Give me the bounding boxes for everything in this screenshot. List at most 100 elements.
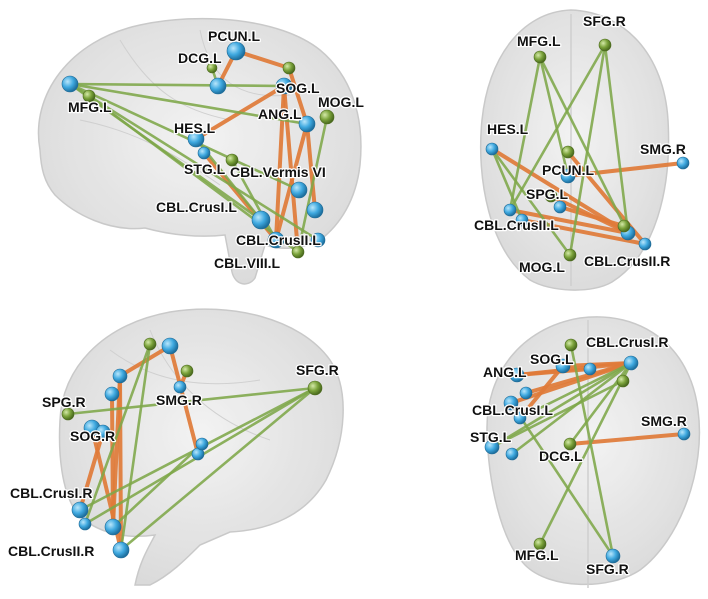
- brain-sulcus: [79, 29, 291, 186]
- connection-edge: [520, 218, 647, 246]
- label-mog-l: MOG.L: [318, 94, 364, 110]
- connection-edge: [305, 122, 317, 212]
- connection-edge: [508, 208, 630, 235]
- connection-edge: [119, 386, 317, 552]
- label-smg-r: SMG.R: [640, 141, 686, 157]
- region-node: [533, 50, 547, 64]
- region-node: [544, 189, 558, 203]
- label-sfg-r: SFG.R: [583, 13, 626, 29]
- label-spg-r: SPG.R: [42, 394, 86, 410]
- connection-edge: [568, 432, 686, 446]
- region-node: [95, 424, 111, 440]
- region-node: [553, 200, 567, 214]
- label-pcun-l: PCUN.L: [208, 28, 261, 44]
- connection-edge: [282, 84, 300, 254]
- label-spg-l: SPG.L: [526, 186, 568, 202]
- region-node: [519, 386, 533, 400]
- region-node: [561, 145, 575, 159]
- label-sog-r: SOG.R: [70, 428, 115, 444]
- connection-edge: [66, 386, 317, 416]
- region-node: [290, 181, 308, 199]
- region-node: [583, 362, 597, 376]
- connection-edge: [78, 430, 105, 512]
- label-cbl-crusi-r: CBL.CrusI.R: [10, 485, 92, 501]
- label-cbl-crusi-l: CBL.CrusI.L: [472, 402, 553, 418]
- region-node: [291, 245, 305, 259]
- label-mog-l: MOG.L: [519, 259, 565, 275]
- label-mfg-l: MFG.L: [515, 547, 559, 563]
- region-node: [267, 231, 285, 249]
- region-node: [515, 213, 529, 227]
- labels-layer: PCUN.L DCG.L SOG.L MOG.L ANG.L MFG.L HES…: [7, 12, 688, 579]
- connection-edge: [509, 401, 615, 558]
- region-node: [617, 219, 631, 233]
- region-node: [104, 386, 120, 402]
- region-node: [616, 374, 630, 388]
- region-node: [555, 358, 571, 374]
- connection-edge: [68, 82, 286, 88]
- connection-edge: [558, 205, 626, 228]
- region-node: [563, 248, 577, 262]
- region-node: [623, 355, 639, 371]
- label-sog-l: SOG.L: [276, 80, 320, 96]
- connection-edge: [68, 82, 309, 126]
- label-cbl-viii-l: CBL.VIII.L: [214, 255, 281, 271]
- region-node: [112, 541, 130, 559]
- region-node: [209, 77, 227, 95]
- label-dcg-l: DCG.L: [178, 50, 222, 66]
- region-node: [112, 368, 128, 384]
- region-node: [513, 411, 527, 425]
- connection-edge: [68, 82, 320, 242]
- connection-edge: [287, 66, 309, 126]
- region-node: [78, 517, 92, 531]
- region-node: [251, 210, 271, 230]
- region-node: [605, 548, 621, 564]
- region-node: [197, 146, 211, 160]
- connection-edge: [569, 343, 615, 558]
- label-cbl-crusii-l: CBL.CrusII.L: [236, 232, 321, 248]
- connection-edge: [490, 379, 625, 449]
- label-hes-l: HES.L: [487, 121, 529, 137]
- region-node: [319, 109, 335, 125]
- region-node: [282, 61, 296, 75]
- region-node: [226, 41, 246, 61]
- region-node: [161, 337, 179, 355]
- region-node: [307, 380, 323, 396]
- connection-edge: [538, 361, 633, 546]
- label-smg-r: SMG.R: [156, 392, 202, 408]
- label-cbl-crusii-r: CBL.CrusII.R: [8, 543, 94, 559]
- region-node: [533, 537, 547, 551]
- label-stg-l: STG.L: [184, 161, 226, 177]
- label-cbl-vermis-vi: CBL.Vermis VI: [230, 164, 326, 180]
- region-node: [638, 237, 652, 251]
- region-node: [195, 437, 209, 451]
- connection-edge: [296, 115, 329, 254]
- label-stg-l: STG.L: [470, 429, 512, 445]
- region-node: [560, 168, 576, 184]
- label-cbl-crusii-r: CBL.CrusII.R: [584, 253, 670, 269]
- connection-edge: [603, 43, 630, 235]
- connection-edge: [538, 55, 630, 235]
- region-node: [173, 380, 187, 394]
- region-node: [61, 75, 79, 93]
- region-node: [503, 203, 517, 217]
- region-node: [104, 518, 122, 536]
- connection-edge: [68, 82, 301, 192]
- region-node: [509, 367, 525, 383]
- label-pcun-l: PCUN.L: [542, 162, 595, 178]
- connection-edge: [230, 158, 278, 242]
- connection-edge: [490, 147, 572, 257]
- region-node: [564, 338, 578, 352]
- label-ang-l: ANG.L: [483, 364, 527, 380]
- nodes-layer: [61, 38, 691, 564]
- label-cbl-crusii-l: CBL.CrusII.L: [474, 217, 559, 233]
- connection-edge: [111, 374, 122, 529]
- label-cbl-crusi-l: CBL.CrusI.L: [156, 199, 237, 215]
- region-node: [505, 447, 519, 461]
- region-node: [225, 153, 239, 167]
- region-node: [143, 337, 157, 351]
- label-smg-r: SMG.R: [641, 413, 687, 429]
- connection-edge: [518, 364, 565, 420]
- region-node: [676, 156, 690, 170]
